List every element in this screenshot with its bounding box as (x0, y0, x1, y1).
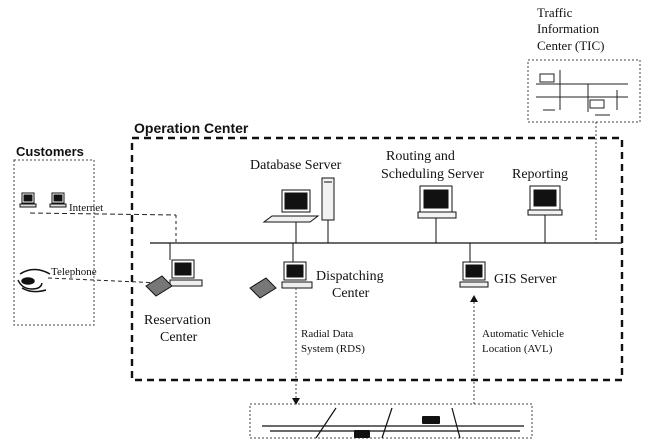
rds-label-line1: Radial Data (301, 328, 353, 340)
telephone-icon (17, 268, 51, 293)
customer-computer-icon (19, 192, 37, 208)
dispatching-center-label-line1: Dispatching (316, 269, 384, 284)
telephone-link (47, 277, 161, 284)
gis-server-icon (459, 243, 489, 288)
tic-boundary (527, 59, 641, 123)
reservation-center-icon (145, 243, 203, 297)
reporting-computer-icon (527, 185, 563, 243)
reservation-center-label-line1: Reservation (144, 313, 211, 328)
avl-label-line2: Location (AVL) (482, 343, 553, 355)
vehicle-icon (354, 416, 440, 438)
rds-arrow (292, 398, 300, 405)
avl-label-line1: Automatic Vehicle (482, 328, 564, 340)
internet-link (29, 212, 177, 216)
routing-server-icon (417, 185, 457, 243)
routing-server-label-line1: Routing and (386, 149, 455, 164)
rds-label-line2: System (RDS) (301, 343, 365, 355)
avl-arrow (470, 295, 478, 302)
gis-server-label: GIS Server (494, 272, 557, 287)
customers-boundary (13, 159, 95, 326)
road-network-boundary (249, 403, 533, 439)
dispatching-center-label-line2: Center (332, 286, 370, 301)
operation-center-title: Operation Center (134, 120, 249, 136)
dispatching-center-icon (249, 243, 313, 299)
road-network-icon (262, 407, 524, 439)
customers-title: Customers (16, 144, 84, 159)
database-server-icon (262, 177, 335, 243)
telephone-label: Telephone (51, 266, 97, 278)
database-server-label: Database Server (250, 158, 342, 173)
tic-network-icon (536, 70, 628, 116)
routing-server-label-line2: Scheduling Server (381, 167, 484, 182)
internet-label: Internet (69, 202, 103, 214)
customer-computer-icon (49, 192, 67, 208)
operation-center-boundary (130, 136, 624, 382)
tic-label-line3: Center (TIC) (537, 38, 605, 53)
tic-label-line2: Information (537, 21, 600, 36)
tic-label-line1: Traffic (537, 5, 573, 20)
reporting-label: Reporting (512, 167, 568, 182)
reservation-center-label-line2: Center (160, 330, 198, 345)
